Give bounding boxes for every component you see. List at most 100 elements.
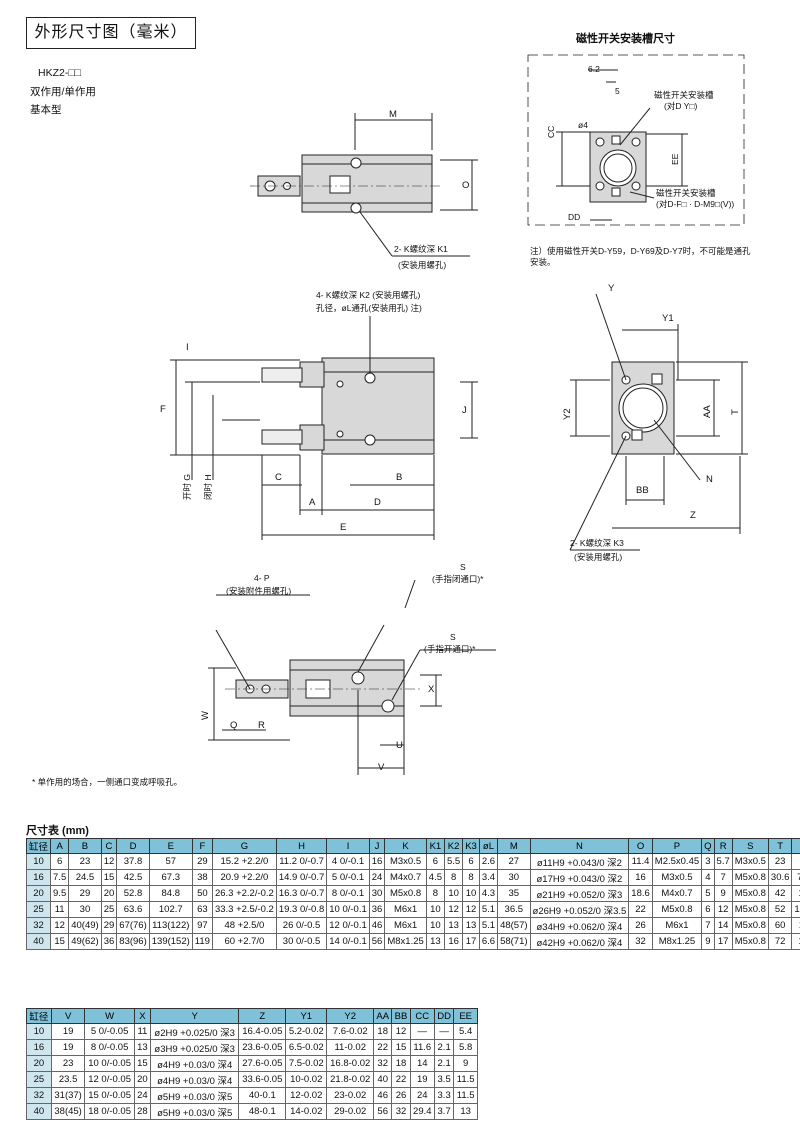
column-header: K bbox=[384, 838, 427, 854]
table-cell: 5.1 bbox=[478, 917, 499, 934]
table-cell: 15.2 +2.2/0 bbox=[211, 853, 277, 870]
table-cell: 16 bbox=[26, 1039, 52, 1056]
table-cell: 18 0/-0.05 bbox=[84, 1103, 135, 1120]
column-header: 缸径 bbox=[25, 838, 52, 854]
side-callout-sub: (安装用螺孔) bbox=[574, 552, 623, 562]
table-cell: 36 bbox=[368, 901, 386, 918]
table-cell: 60 +2.7/0 bbox=[211, 933, 277, 950]
table-cell: 5.5 bbox=[443, 853, 464, 870]
table-cell: 16.4-0.05 bbox=[238, 1023, 287, 1040]
dim-label-h: 闭时 H bbox=[203, 474, 213, 500]
table-cell: 38(45) bbox=[50, 1103, 86, 1120]
table-cell: 15 bbox=[391, 1039, 411, 1056]
page-title: 外形尺寸图（毫米） bbox=[26, 17, 196, 49]
column-header: Z bbox=[238, 1008, 287, 1024]
column-header: Q bbox=[701, 838, 715, 854]
column-header: S bbox=[731, 838, 769, 854]
dim-label-bb: BB bbox=[636, 485, 649, 496]
dim-label-a: A bbox=[309, 497, 316, 508]
table-cell: 31(37) bbox=[50, 1087, 86, 1104]
table-cell: M3x0.5 bbox=[731, 853, 769, 870]
table-cell: 29.4 bbox=[409, 1103, 435, 1120]
table-cell: 5.1 bbox=[478, 901, 499, 918]
slot1-label: 磁性开关安装槽 bbox=[654, 90, 714, 100]
table-cell: 6 bbox=[425, 853, 446, 870]
table-cell: M8x1.25 bbox=[651, 933, 703, 950]
side-view-drawing bbox=[569, 293, 748, 551]
dim-label-6-2: 6.2 bbox=[588, 64, 600, 74]
dim-label-dd: DD bbox=[568, 212, 581, 222]
table-cell: 24 bbox=[133, 1087, 151, 1104]
table-cell: 52.8 bbox=[116, 885, 150, 902]
table-cell: 12 bbox=[391, 1023, 411, 1040]
column-header: I bbox=[326, 838, 370, 854]
dim-label-f: F bbox=[160, 404, 166, 415]
table-cell: — bbox=[409, 1023, 435, 1040]
table-cell: 42.5 bbox=[116, 869, 150, 886]
table-cell: 14.9 0/-0.7 bbox=[275, 869, 328, 886]
table-cell: M6x1 bbox=[384, 901, 427, 918]
table-cell: 11 bbox=[133, 1023, 151, 1040]
table-cell: 48 +2.5/0 bbox=[211, 917, 277, 934]
table-cell: 11.5 bbox=[453, 1071, 478, 1088]
table-cell: 11.4 bbox=[628, 853, 653, 870]
table-cell: 6.5-0.02 bbox=[285, 1039, 328, 1056]
table-cell: 32 bbox=[391, 1103, 411, 1120]
top-view-drawing bbox=[250, 113, 478, 257]
table-cell: 33.3 +2.5/-0.2 bbox=[211, 901, 277, 918]
table-cell: 4.3 bbox=[478, 885, 499, 902]
dim-label-n: N bbox=[706, 474, 713, 485]
table-cell: 20 bbox=[133, 1071, 151, 1088]
dim-label-c: C bbox=[275, 472, 282, 483]
table-cell: 40 bbox=[26, 1103, 52, 1120]
callout-s1-sub: (手指闭通口)* bbox=[432, 574, 484, 584]
column-header: P bbox=[651, 838, 703, 854]
table-cell: M4x0.7 bbox=[651, 885, 703, 902]
dim-label-b: B bbox=[396, 472, 403, 483]
table-cell: 97 bbox=[191, 917, 213, 934]
table-cell: 11.6 bbox=[409, 1039, 435, 1056]
table-cell: 32 bbox=[373, 1055, 393, 1072]
table-cell: 139(152) bbox=[148, 933, 193, 950]
table-cell: 19 bbox=[50, 1023, 86, 1040]
table-cell: ø3H9 +0.025/0 深3 bbox=[149, 1039, 240, 1056]
dim-label-v: V bbox=[378, 762, 385, 773]
table-cell: 38 bbox=[191, 869, 213, 886]
table-cell: 11-0.02 bbox=[326, 1039, 375, 1056]
table-cell: 10.7 bbox=[791, 901, 800, 918]
dim-label-w: W bbox=[200, 711, 211, 720]
dim-label-phi4: ø4 bbox=[578, 120, 588, 130]
table-cell: 26 bbox=[391, 1087, 411, 1104]
table-cell: 10 0/-0.05 bbox=[84, 1055, 135, 1072]
table-cell: 30 0/-0.5 bbox=[275, 933, 328, 950]
table-cell: 13 bbox=[425, 933, 446, 950]
table-cell: 8 0/-0.05 bbox=[84, 1039, 135, 1056]
table-cell: ø26H9 +0.052/0 深3.5 bbox=[529, 901, 630, 918]
column-header: R bbox=[713, 838, 733, 854]
table-cell: M6x1 bbox=[384, 917, 427, 934]
dim-label-i: I bbox=[186, 342, 189, 353]
table-cell: 32 bbox=[25, 917, 52, 934]
column-header: W bbox=[84, 1008, 135, 1024]
table-cell: 40-0.1 bbox=[238, 1087, 287, 1104]
table-cell: 22 bbox=[391, 1071, 411, 1088]
dim-label-t: T bbox=[730, 409, 741, 415]
table-cell: 18 bbox=[391, 1055, 411, 1072]
table-cell: M5x0.8 bbox=[731, 917, 769, 934]
dim-label-r: R bbox=[258, 720, 265, 731]
table-cell: 17 bbox=[462, 933, 480, 950]
table-cell: 26 0/-0.5 bbox=[275, 917, 328, 934]
table-cell: 2.6 bbox=[478, 853, 499, 870]
table-cell: 42 bbox=[767, 885, 793, 902]
table-cell: 25 bbox=[100, 901, 118, 918]
table-cell: 83(96) bbox=[116, 933, 150, 950]
column-header: F bbox=[191, 838, 213, 854]
column-header: T bbox=[767, 838, 793, 854]
column-header: O bbox=[628, 838, 653, 854]
column-header: K3 bbox=[462, 838, 480, 854]
